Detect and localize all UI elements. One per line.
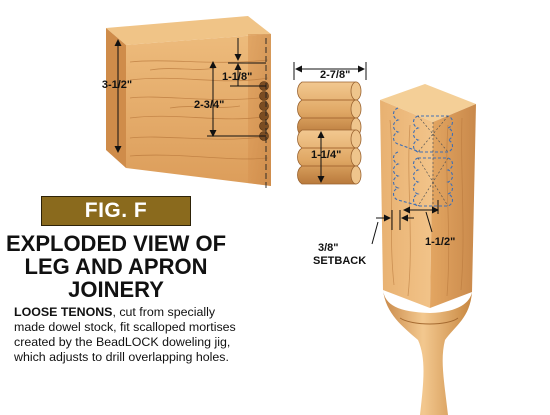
dim-top-offset: 1-1/8" bbox=[222, 71, 252, 83]
figure-label-badge: FIG. F bbox=[41, 196, 191, 226]
dim-leg-setback-label: SETBACK bbox=[313, 255, 366, 267]
apron-block bbox=[106, 16, 271, 188]
table-leg bbox=[380, 84, 476, 415]
figure-label: FIG. F bbox=[84, 199, 148, 222]
dim-leg-offset: 1-1/2" bbox=[425, 236, 455, 248]
figure-title-line-2: LEG AND APRON bbox=[24, 254, 208, 279]
dim-tenon-width: 1-1/4" bbox=[311, 149, 341, 161]
loose-tenon-upper bbox=[297, 81, 362, 137]
dim-mortise-span: 2-3/4" bbox=[194, 99, 224, 111]
apron-dimensions bbox=[114, 38, 266, 153]
caption-lead: LOOSE TENONS bbox=[14, 305, 113, 319]
figure-title-line-3: JOINERY bbox=[68, 277, 164, 302]
figure-title-line-1: EXPLODED VIEW OF bbox=[5, 231, 227, 256]
leg-dimensions bbox=[371, 200, 439, 245]
figure-title: EXPLODED VIEW OF LEG AND APRON JOINERY bbox=[0, 232, 232, 301]
dim-tenon-length: 2-7/8" bbox=[320, 69, 350, 81]
figure-caption: LOOSE TENONS, cut from specially made do… bbox=[14, 305, 240, 365]
dim-leg-setback-value: 3/8" bbox=[318, 242, 339, 254]
tenon-dimensions bbox=[293, 62, 367, 183]
caption-body: , cut from specially made dowel stock, f… bbox=[14, 305, 236, 364]
dim-apron-height: 3-1/2" bbox=[102, 79, 132, 91]
loose-tenon-lower bbox=[297, 129, 362, 185]
